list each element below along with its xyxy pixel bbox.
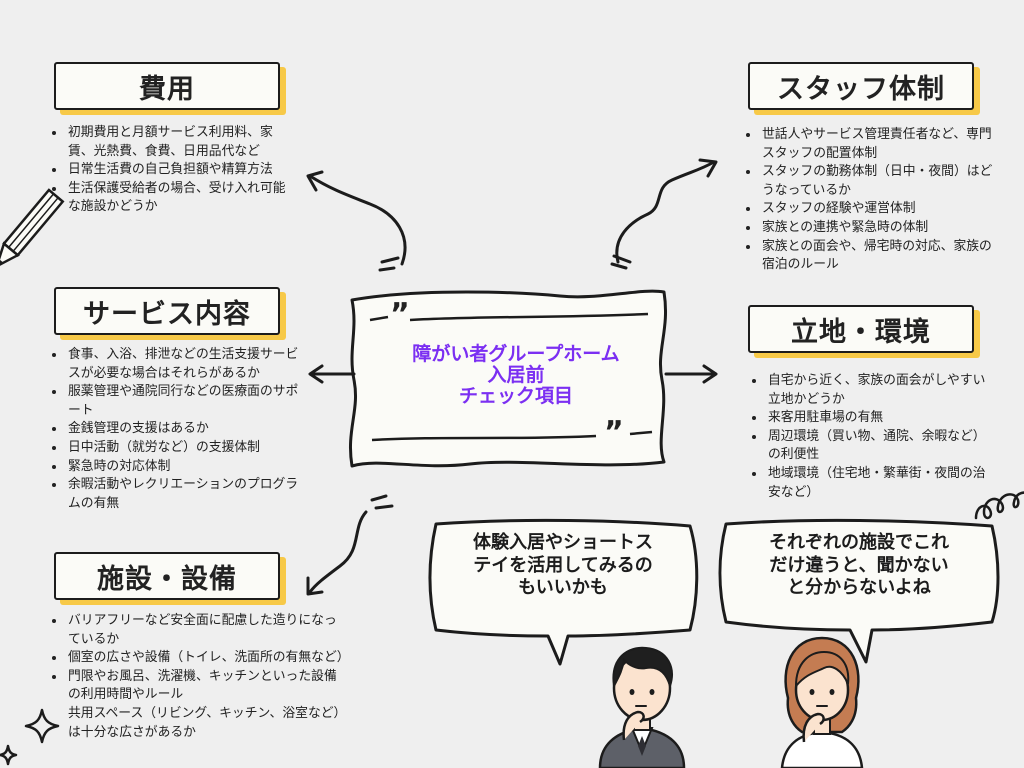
- location-title: 立地・環境: [791, 316, 931, 348]
- list-item: 緊急時の対応体制: [66, 458, 308, 477]
- center-quote-top: ”: [390, 297, 410, 332]
- bubble-line: だけ違うと、聞かない: [769, 554, 949, 576]
- list-item: 初期費用と月額サービス利用料、家賃、光熱費、食費、日用品代など: [66, 124, 298, 161]
- squiggle-icon: [974, 491, 1024, 520]
- location-list: 自宅から近く、家族の面会がしやすい立地かどうか 来客用駐車場の有無 周辺環境（買…: [750, 372, 998, 502]
- center-title-line: 障がい者グループホーム: [412, 343, 620, 365]
- service-list: 食事、入浴、排泄などの生活支援サービスが必要な場合はそれらがあるか 服薬管理や通…: [50, 346, 308, 513]
- list-item: 家族との連携や緊急時の体制: [760, 219, 994, 238]
- service-heading: サービス内容: [54, 287, 280, 335]
- list-item: 生活保護受給者の場合、受け入れ可能な施設かどうか: [66, 180, 298, 217]
- bubble-right-text: それぞれの施設でこれ だけ違うと、聞かない と分からないよね: [730, 532, 988, 600]
- list-item: 世話人やサービス管理責任者など、専門スタッフの配置体制: [760, 126, 994, 163]
- bubble-line: もいいかも: [518, 577, 608, 598]
- facility-heading: 施設・設備: [54, 552, 280, 600]
- man-thinking-icon: [598, 646, 686, 768]
- list-item: 余暇活動やレクリエーションのプログラムの有無: [66, 476, 308, 513]
- list-item: 地域環境（住宅地・繁華街・夜間の治安など）: [766, 465, 998, 502]
- list-item: スタッフの経験や運営体制: [760, 200, 994, 219]
- list-item: 金銭管理の支援はあるか: [66, 420, 308, 439]
- list-item: 日常生活費の自己負担額や精算方法: [66, 161, 298, 180]
- list-item: 個室の広さや設備（トイレ、洗面所の有無など）: [66, 649, 350, 668]
- center-title-line: 入居前: [487, 364, 545, 386]
- list-item: 食事、入浴、排泄などの生活支援サービスが必要な場合はそれらがあるか: [66, 346, 308, 383]
- cost-list: 初期費用と月額サービス利用料、家賃、光熱費、食費、日用品代など 日常生活費の自己…: [50, 124, 298, 217]
- woman-thinking-icon: [780, 636, 864, 768]
- staff-list: 世話人やサービス管理責任者など、専門スタッフの配置体制 スタッフの勤務体制（日中…: [744, 126, 994, 275]
- bubble-line: テイを活用してみるの: [473, 554, 653, 576]
- cost-title: 費用: [139, 73, 195, 105]
- list-item: 服薬管理や通院同行などの医療面のサポート: [66, 383, 308, 420]
- facility-list: バリアフリーなど安全面に配慮した造りになっているか 個室の広さや設備（トイレ、洗…: [50, 612, 350, 742]
- service-title: サービス内容: [83, 298, 251, 330]
- list-item: バリアフリーなど安全面に配慮した造りになっているか: [66, 612, 344, 649]
- list-item: 自宅から近く、家族の面会がしやすい立地かどうか: [766, 372, 998, 409]
- list-item: 日中活動（就労など）の支援体制: [66, 439, 308, 458]
- arrow-to-staff: [615, 160, 716, 264]
- bubble-line: 体験入居やショートス: [473, 532, 653, 553]
- sparkle-icon: [0, 708, 60, 766]
- facility-title: 施設・設備: [97, 563, 237, 595]
- center-quote-bottom: ”: [604, 415, 624, 450]
- staff-heading: スタッフ体制: [748, 62, 974, 110]
- center-title: 障がい者グループホーム 入居前 チェック項目: [370, 344, 662, 407]
- staff-title: スタッフ体制: [777, 73, 945, 105]
- list-item: 門限やお風呂、洗濯機、キッチンといった設備の利用時間やルール: [66, 668, 344, 705]
- bubble-line: それぞれの施設でこれ: [769, 532, 949, 553]
- pencil-icon: [0, 188, 65, 269]
- list-item: 家族との面会や、帰宅時の対応、家族の宿泊のルール: [760, 238, 994, 275]
- location-heading: 立地・環境: [748, 305, 974, 353]
- list-item: 周辺環境（買い物、通院、余暇など）の利便性: [766, 428, 998, 465]
- center-title-line: チェック項目: [458, 385, 573, 407]
- bubble-left-text: 体験入居やショートス テイを活用してみるの もいいかも: [440, 532, 686, 600]
- cost-heading: 費用: [54, 62, 280, 110]
- arrow-to-cost: [308, 174, 407, 266]
- arrow-to-facility: [308, 510, 368, 594]
- list-item: 来客用駐車場の有無: [766, 409, 998, 428]
- list-item: 共用スペース（リビング、キッチン、浴室など）は十分な広さがあるか: [68, 705, 340, 740]
- list-item: スタッフの勤務体制（日中・夜間）はどうなっているか: [760, 163, 994, 200]
- bubble-line: と分からないよね: [787, 577, 931, 598]
